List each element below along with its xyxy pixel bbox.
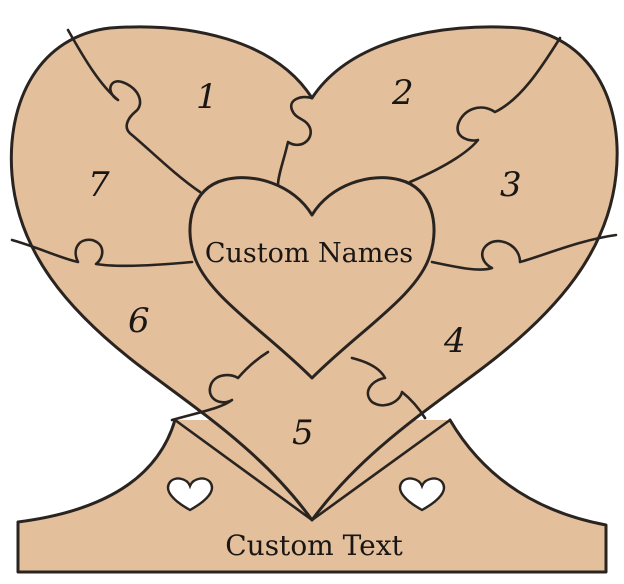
center-heart-outline [188,176,436,380]
cut-5-6 [170,350,270,422]
cut-1-2 [276,95,314,187]
cut-1-7 [66,28,202,194]
piece-number-6: 6 [128,301,150,341]
center-heart [189,177,435,378]
piece-number-4: 4 [443,321,466,361]
cut-4-5 [350,356,427,420]
heart-hole-icon [166,477,214,512]
base-label: Custom Text [225,529,403,562]
cut-3-4 [430,233,618,271]
piece-number-2: 2 [391,73,414,113]
stand-v-cut [173,418,452,522]
stand-outline [16,418,608,574]
piece-number-5: 5 [292,413,314,453]
piece-number-3: 3 [500,165,522,205]
center-label: Custom Names [205,238,413,269]
piece-number-7: 7 [88,165,110,205]
heart-hole-icon [398,477,446,512]
cut-2-3 [408,36,562,184]
cut-6-7 [10,238,194,268]
piece-number-1: 1 [196,77,218,117]
